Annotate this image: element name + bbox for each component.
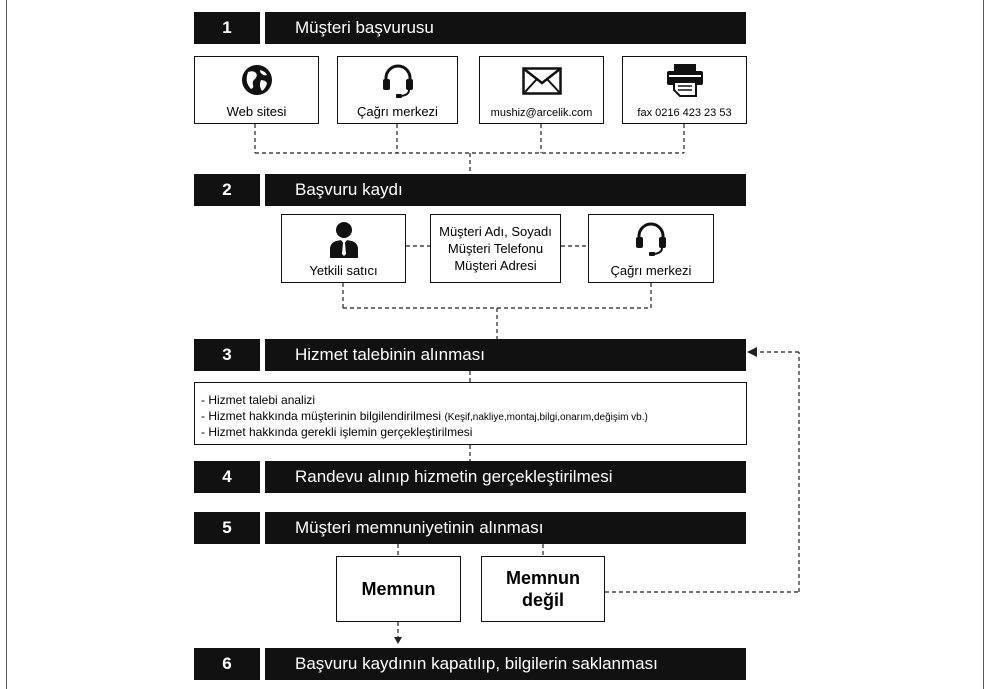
service-note-2: - Hizmet hakkında müşterinin bilgilendir… <box>201 409 746 426</box>
registration-call-center-label: Çağrı merkezi <box>610 263 692 278</box>
channel-web-label: Web sitesi <box>226 104 287 119</box>
customer-name-line: Müşteri Adı, Soyadı <box>439 224 552 239</box>
channel-email-label: mushiz@arcelik.com <box>490 107 593 119</box>
service-note-1: - Hizmet talebi analizi <box>201 393 316 407</box>
person-icon <box>329 222 358 258</box>
outcome-not-satisfied-line2: değil <box>521 590 564 610</box>
step-2-number: 2 <box>194 174 260 206</box>
step-5-title: Müşteri memnuniyetinin alınması <box>265 512 746 544</box>
channel-call-center-label: Çağrı merkezi <box>357 104 438 119</box>
registration-dealer: Yetkili satıcı <box>281 214 406 283</box>
service-note-3: - Hizmet hakkında gerekli işlemin gerçek… <box>201 425 473 439</box>
channel-email: mushiz@arcelik.com <box>479 56 604 124</box>
step-5-number: 5 <box>194 512 260 544</box>
outcome-satisfied-label: Memnun <box>361 579 436 599</box>
channel-fax-label: fax 0216 423 23 53 <box>637 107 732 119</box>
registration-call-center: Çağrı merkezi <box>588 214 714 283</box>
service-note-2-detail: (Keşif,nakliye,montaj,bilgi,onarım,değiş… <box>444 411 648 423</box>
step-6-number: 6 <box>194 648 260 680</box>
outcome-satisfied: Memnun <box>336 556 461 622</box>
step-1-number: 1 <box>194 12 260 44</box>
step-1-title: Müşteri başvurusu <box>265 12 746 44</box>
service-note-2-main: - Hizmet hakkında müşterinin bilgilendir… <box>201 408 442 423</box>
outcome-not-satisfied: Memnun değil <box>481 556 605 622</box>
customer-address-line: Müşteri Adresi <box>454 258 537 273</box>
headset-icon <box>382 64 413 98</box>
customer-phone-line: Müşteri Telefonu <box>447 241 544 256</box>
globe-icon <box>241 65 272 95</box>
step-3-number: 3 <box>194 339 260 371</box>
step-6-title: Başvuru kaydının kapatılıp, bilgilerin s… <box>265 648 746 680</box>
headset-icon <box>636 222 666 256</box>
registration-dealer-label: Yetkili satıcı <box>309 263 378 278</box>
diagram-frame <box>6 0 984 689</box>
outcome-not-satisfied-line1: Memnun <box>506 568 580 588</box>
step-4-title: Randevu alınıp hizmetin gerçekleştirilme… <box>265 461 746 493</box>
customer-info-box: Müşteri Adı, Soyadı Müşteri Telefonu Müş… <box>430 214 561 283</box>
step-3-title: Hizmet talebinin alınması <box>265 339 746 371</box>
channel-web: Web sitesi <box>194 56 319 124</box>
channel-call-center: Çağrı merkezi <box>337 56 458 124</box>
step-4-number: 4 <box>194 461 260 493</box>
fax-icon <box>666 64 703 97</box>
envelope-icon <box>521 67 562 95</box>
service-notes-box: - Hizmet talebi analizi - Hizmet hakkınd… <box>194 382 747 445</box>
step-2-title: Başvuru kaydı <box>265 174 746 206</box>
channel-fax: fax 0216 423 23 53 <box>622 56 747 124</box>
